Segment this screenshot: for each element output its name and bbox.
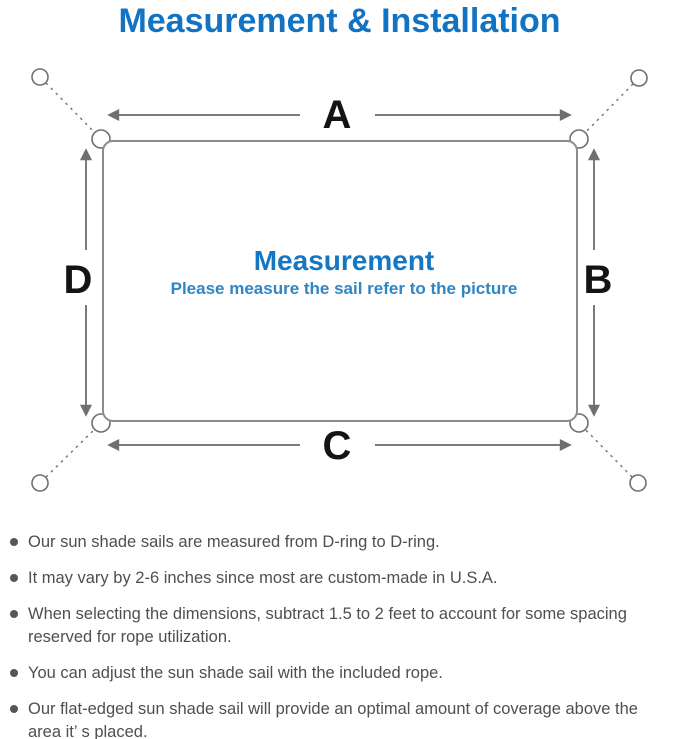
anchor-ring-icon [31, 68, 49, 86]
shade-sail-outline [102, 140, 578, 422]
measurement-heading: Measurement [254, 245, 435, 276]
list-item: You can adjust the sun shade sail with t… [10, 662, 671, 685]
note-text: It may vary by 2-6 inches since most are… [28, 569, 498, 587]
anchor-ring-icon [630, 69, 648, 87]
anchor-ring-icon [31, 474, 49, 492]
list-item: When selecting the dimensions, subtract … [10, 603, 671, 649]
dimension-label-a: A [323, 93, 352, 137]
list-item: It may vary by 2-6 inches since most are… [10, 567, 671, 590]
bullet-icon [10, 574, 18, 582]
measurement-subheading: Please measure the sail refer to the pic… [171, 279, 518, 298]
note-text: Our sun shade sails are measured from D-… [28, 533, 440, 551]
bullet-icon [10, 705, 18, 713]
dimension-label-b: B [584, 258, 613, 302]
bullet-icon [10, 538, 18, 546]
notes-list: Our sun shade sails are measured from D-… [10, 531, 671, 739]
dimension-label-c: C [323, 424, 352, 468]
page-title: Measurement & Installation [118, 2, 561, 40]
bullet-icon [10, 669, 18, 677]
anchor-ring-icon [629, 474, 647, 492]
note-text: You can adjust the sun shade sail with t… [28, 664, 443, 682]
dimension-label-d: D [64, 258, 93, 302]
list-item: Our sun shade sails are measured from D-… [10, 531, 671, 554]
list-item: Our flat-edged sun shade sail will provi… [10, 698, 671, 739]
rope-dashed-lines [45, 82, 634, 478]
note-text: When selecting the dimensions, subtract … [28, 605, 627, 646]
rope-line-top-right [578, 83, 634, 140]
bullet-icon [10, 610, 18, 618]
rope-line-bottom-right [578, 422, 633, 478]
note-text: Our flat-edged sun shade sail will provi… [28, 700, 638, 739]
rope-line-bottom-left [45, 422, 102, 478]
rope-line-top-left [45, 82, 102, 140]
anchor-rings [31, 68, 648, 492]
sail-measurement-diagram: A C D B Measurement Please measure the s… [31, 68, 648, 492]
